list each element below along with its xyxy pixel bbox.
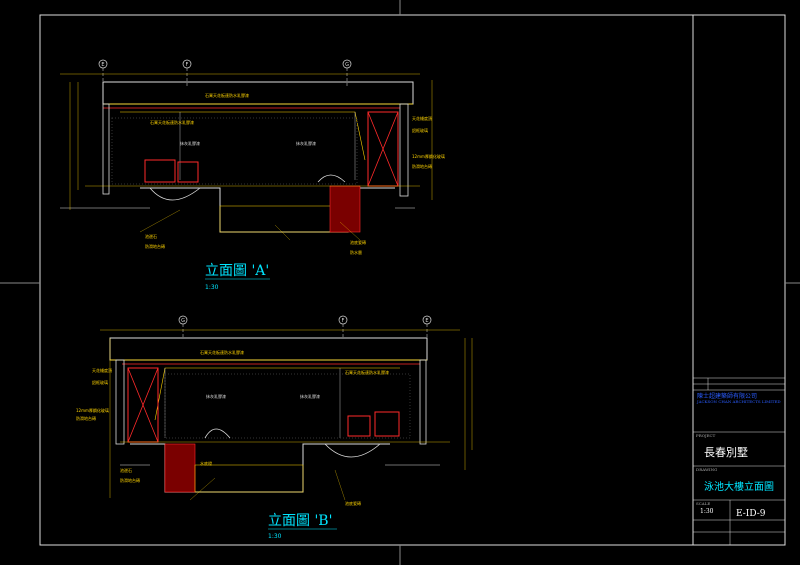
svg-text:鋁框玻璃: 鋁框玻璃 — [92, 379, 108, 385]
elevation-a: 石膏天花板連防水乳膠漆 石膏天花板連防水乳膠漆 天花綫度頂 鋁框玻璃 12mm厚… — [60, 59, 445, 291]
elevation-b-title: 立面圖 'B' — [268, 513, 332, 529]
svg-text:池底瓷磚: 池底瓷磚 — [345, 500, 361, 506]
title-block — [693, 377, 785, 545]
svg-text:防水層: 防水層 — [350, 249, 362, 255]
elevation-b: 石膏天花板連防水乳膠漆 石膏天花板連防水乳膠漆 天花綫度頂 鋁框玻璃 12mm厚… — [76, 315, 473, 540]
svg-text:池底瓷磚: 池底瓷磚 — [350, 239, 366, 245]
svg-text:12mm厚鋼化玻璃: 12mm厚鋼化玻璃 — [412, 153, 445, 159]
project-name: 長春別墅 — [704, 446, 748, 459]
drawing-label: DRAWING — [696, 467, 718, 472]
grid-label: E — [425, 318, 428, 324]
grid-label: F — [186, 62, 189, 68]
svg-text:天花綫度頂: 天花綫度頂 — [412, 115, 432, 121]
company-name-cn: 陳士超建築師有限公司 — [697, 393, 758, 400]
svg-text:12mm厚鋼化玻璃: 12mm厚鋼化玻璃 — [76, 407, 109, 413]
grid-label: G — [181, 318, 185, 324]
sheet-scale: 1:30 — [700, 508, 714, 515]
svg-text:抹灰乳膠漆: 抹灰乳膠漆 — [296, 140, 316, 146]
svg-text:池邊石: 池邊石 — [145, 233, 157, 239]
grid-label: F — [342, 318, 345, 324]
grid-markers-a — [60, 59, 420, 88]
svg-text:天花綫度頂: 天花綫度頂 — [92, 367, 112, 373]
elevation-a-title: 立面圖 'A' — [205, 263, 269, 279]
elevation-a-scale: 1:30 — [205, 284, 219, 291]
svg-text:防滑地台磚: 防滑地台磚 — [412, 163, 432, 169]
svg-text:抹灰乳膠漆: 抹灰乳膠漆 — [206, 393, 226, 399]
svg-text:水底燈: 水底燈 — [200, 460, 212, 466]
elevation-b-scale: 1:30 — [268, 533, 282, 540]
svg-text:鋁框玻璃: 鋁框玻璃 — [412, 127, 428, 133]
svg-text:石膏天花板連防水乳膠漆: 石膏天花板連防水乳膠漆 — [205, 92, 249, 98]
sheet-border — [39, 14, 786, 546]
svg-text:石膏天花板連防水乳膠漆: 石膏天花板連防水乳膠漆 — [345, 369, 389, 375]
svg-text:防滑地台磚: 防滑地台磚 — [120, 477, 140, 483]
company-name-en: JACKSON CHAN ARCHITECTS LIMITED — [697, 399, 781, 404]
grid-markers-b — [100, 315, 460, 338]
grid-label: E — [101, 62, 104, 68]
project-label: PROJECT — [696, 433, 716, 438]
svg-text:抹灰乳膠漆: 抹灰乳膠漆 — [180, 140, 200, 146]
svg-text:抹灰乳膠漆: 抹灰乳膠漆 — [300, 393, 320, 399]
grid-label: G — [345, 62, 349, 68]
svg-text:防滑地台磚: 防滑地台磚 — [145, 243, 165, 249]
svg-text:石膏天花板連防水乳膠漆: 石膏天花板連防水乳膠漆 — [200, 349, 244, 355]
svg-text:石膏天花板連防水乳膠漆: 石膏天花板連防水乳膠漆 — [150, 119, 194, 125]
svg-text:防滑地台磚: 防滑地台磚 — [76, 415, 96, 421]
svg-text:池邊石: 池邊石 — [120, 467, 132, 473]
scale-label: SCALE — [696, 501, 711, 506]
drawing-name: 泳池大樓立面圖 — [704, 482, 774, 493]
drawing-number: E-ID-9 — [736, 509, 766, 519]
